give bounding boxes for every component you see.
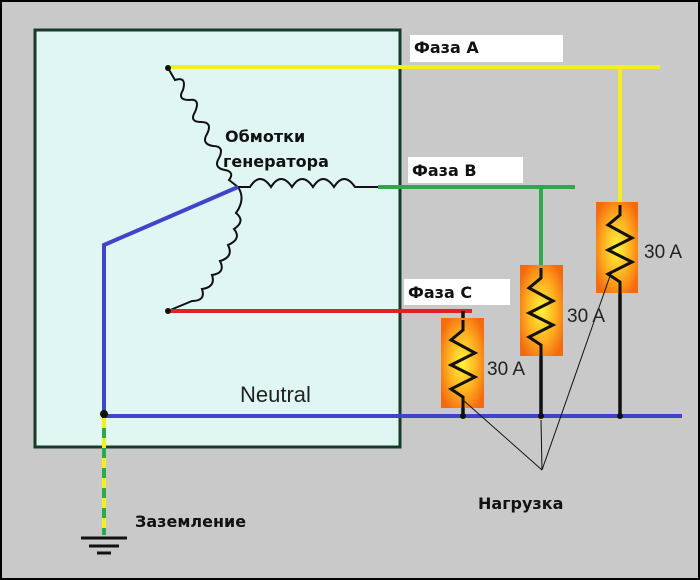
ground-icon [81,536,127,555]
load-a-current: 30 A [644,242,682,263]
load-resistor-b [520,265,563,356]
load-c-current: 30 A [487,359,525,380]
phase-c-label: Фаза C [408,283,472,302]
neutral-line [102,185,682,418]
load-resistor-a [596,202,638,293]
load-label: Нагрузка [478,494,563,513]
windings-label-line1: Обмотки [225,127,305,146]
generator-windings [167,67,378,312]
winding-a [167,67,239,188]
winding-c [167,186,243,312]
load-resistor-c [441,318,484,408]
windings-label-line2: генератора [223,152,329,171]
generator-box [33,28,402,449]
winding-b [238,178,378,189]
load-b-current: 30 A [567,306,605,327]
phase-a-label: Фаза A [414,38,479,57]
ground-label: Заземление [135,512,246,531]
load-pointer-lines [462,275,611,471]
phase-b-label: Фаза B [412,161,477,180]
neutral-label: Neutral [240,382,311,407]
